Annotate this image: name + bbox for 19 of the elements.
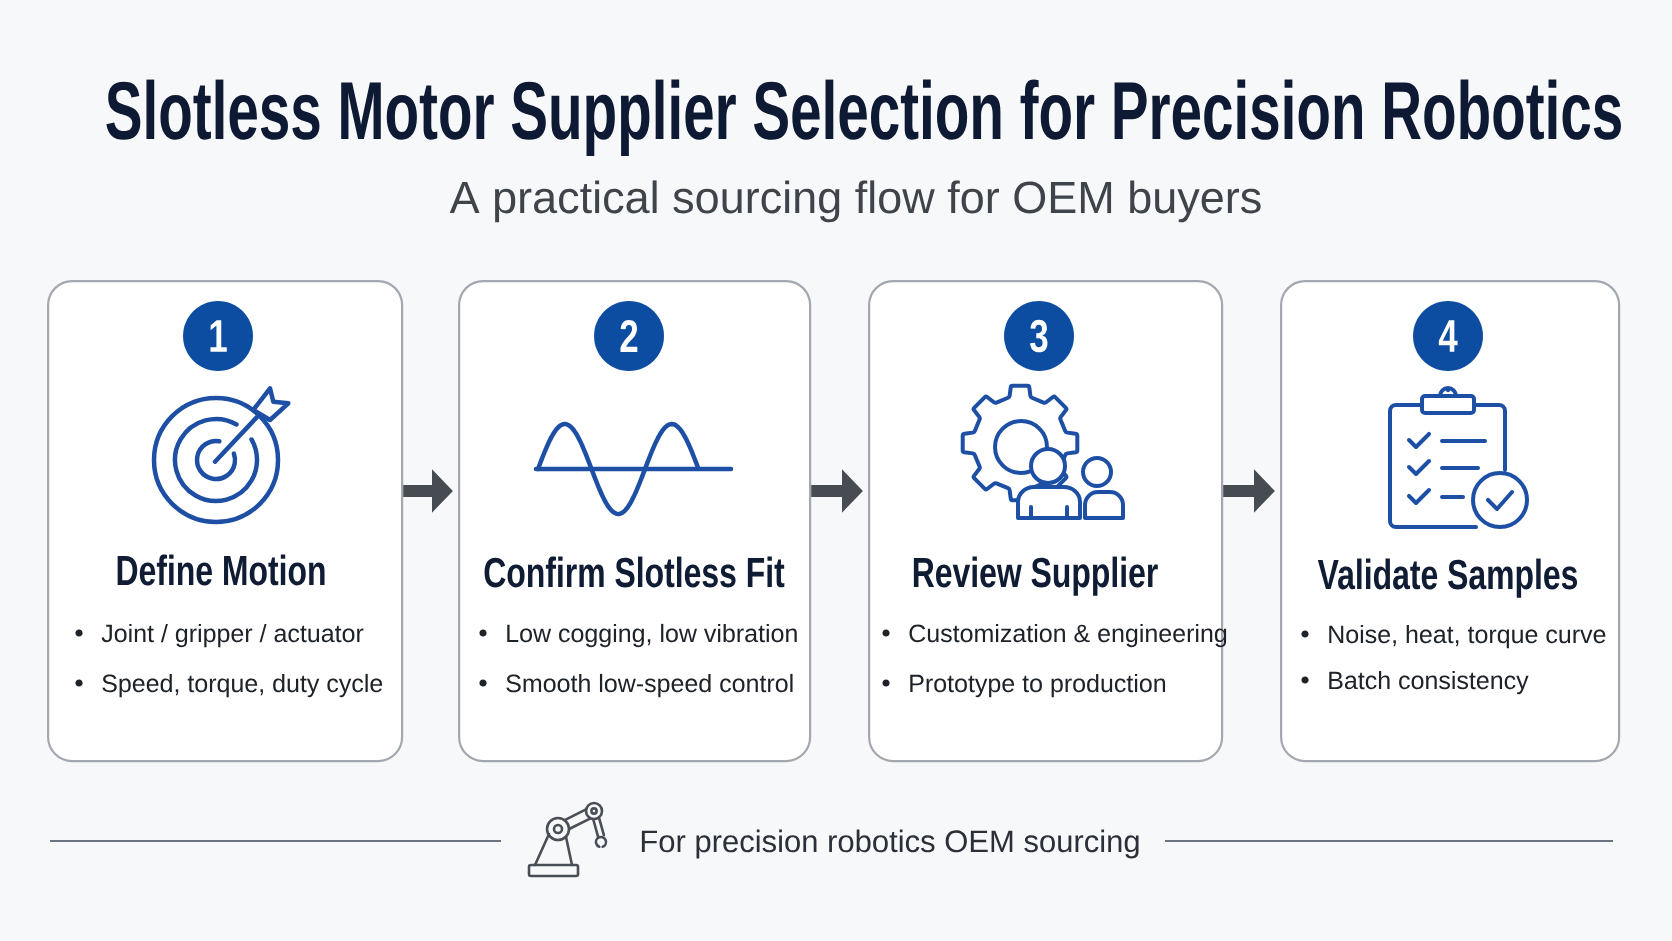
bullet-text: Smooth low-speed control xyxy=(506,673,793,698)
bullet-text: Prototype to production xyxy=(910,673,1166,698)
bullet-text: Low cogging, low vibration xyxy=(507,623,797,648)
number-badge: 4 xyxy=(1413,301,1483,371)
number-badge: 2 xyxy=(594,301,664,371)
number-badge: 3 xyxy=(1004,301,1074,371)
footer-text: For precision robotics OEM sourcing xyxy=(641,829,1139,859)
card-heading: Validate Samples xyxy=(1317,558,1578,598)
bullet-text: Speed, torque, duty cycle xyxy=(102,673,383,698)
bullet-text: Customization & engineering xyxy=(909,623,1227,648)
bullet-text: Joint / gripper / actuator xyxy=(101,623,364,648)
card-heading: Define Motion xyxy=(117,554,325,586)
bullet-text: Noise, heat, torque curve xyxy=(1329,624,1606,649)
card-heading: Review Supplier xyxy=(913,556,1158,596)
card-heading: Confirm Slotless Fit xyxy=(484,556,785,588)
title: Slotless Motor Supplier Selection for Precision Robotics xyxy=(106,79,1621,156)
bullet-text: Batch consistency xyxy=(1329,670,1529,695)
subtitle: A practical sourcing flow for OEM buyers xyxy=(449,180,1261,223)
number-badge: 1 xyxy=(183,301,253,371)
